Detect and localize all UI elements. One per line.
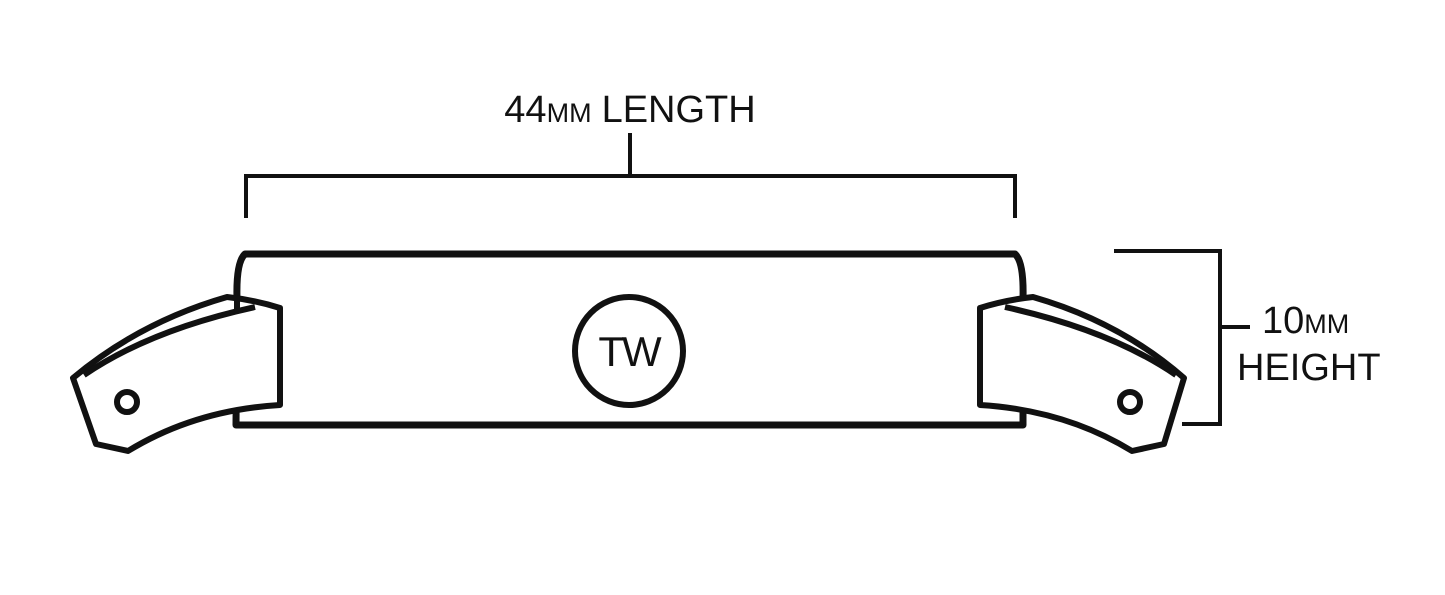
height-bracket — [1114, 249, 1250, 426]
logo-text: TW — [598, 328, 662, 375]
height-unit: MM — [1304, 309, 1349, 339]
length-unit: MM — [547, 98, 592, 128]
left-lug — [70, 294, 283, 454]
length-label: LENGTH — [602, 89, 756, 131]
left-lug-top-ridge — [82, 304, 256, 378]
logo-circle — [572, 294, 686, 408]
length-value: 44 — [504, 89, 546, 131]
right-lug-pin-hole-icon — [1117, 389, 1143, 415]
length-bracket — [244, 133, 1017, 218]
length-dimension-label: 44MM LENGTH — [504, 89, 755, 131]
height-value-text: 10MM — [1262, 300, 1349, 342]
right-lug-top-ridge — [1004, 304, 1178, 378]
brand-logo: TW — [572, 294, 686, 408]
right-lug — [977, 294, 1187, 454]
height-label: HEIGHT — [1237, 347, 1381, 389]
left-lug-pin-hole-icon — [114, 389, 140, 415]
height-value: 10 — [1262, 300, 1304, 342]
